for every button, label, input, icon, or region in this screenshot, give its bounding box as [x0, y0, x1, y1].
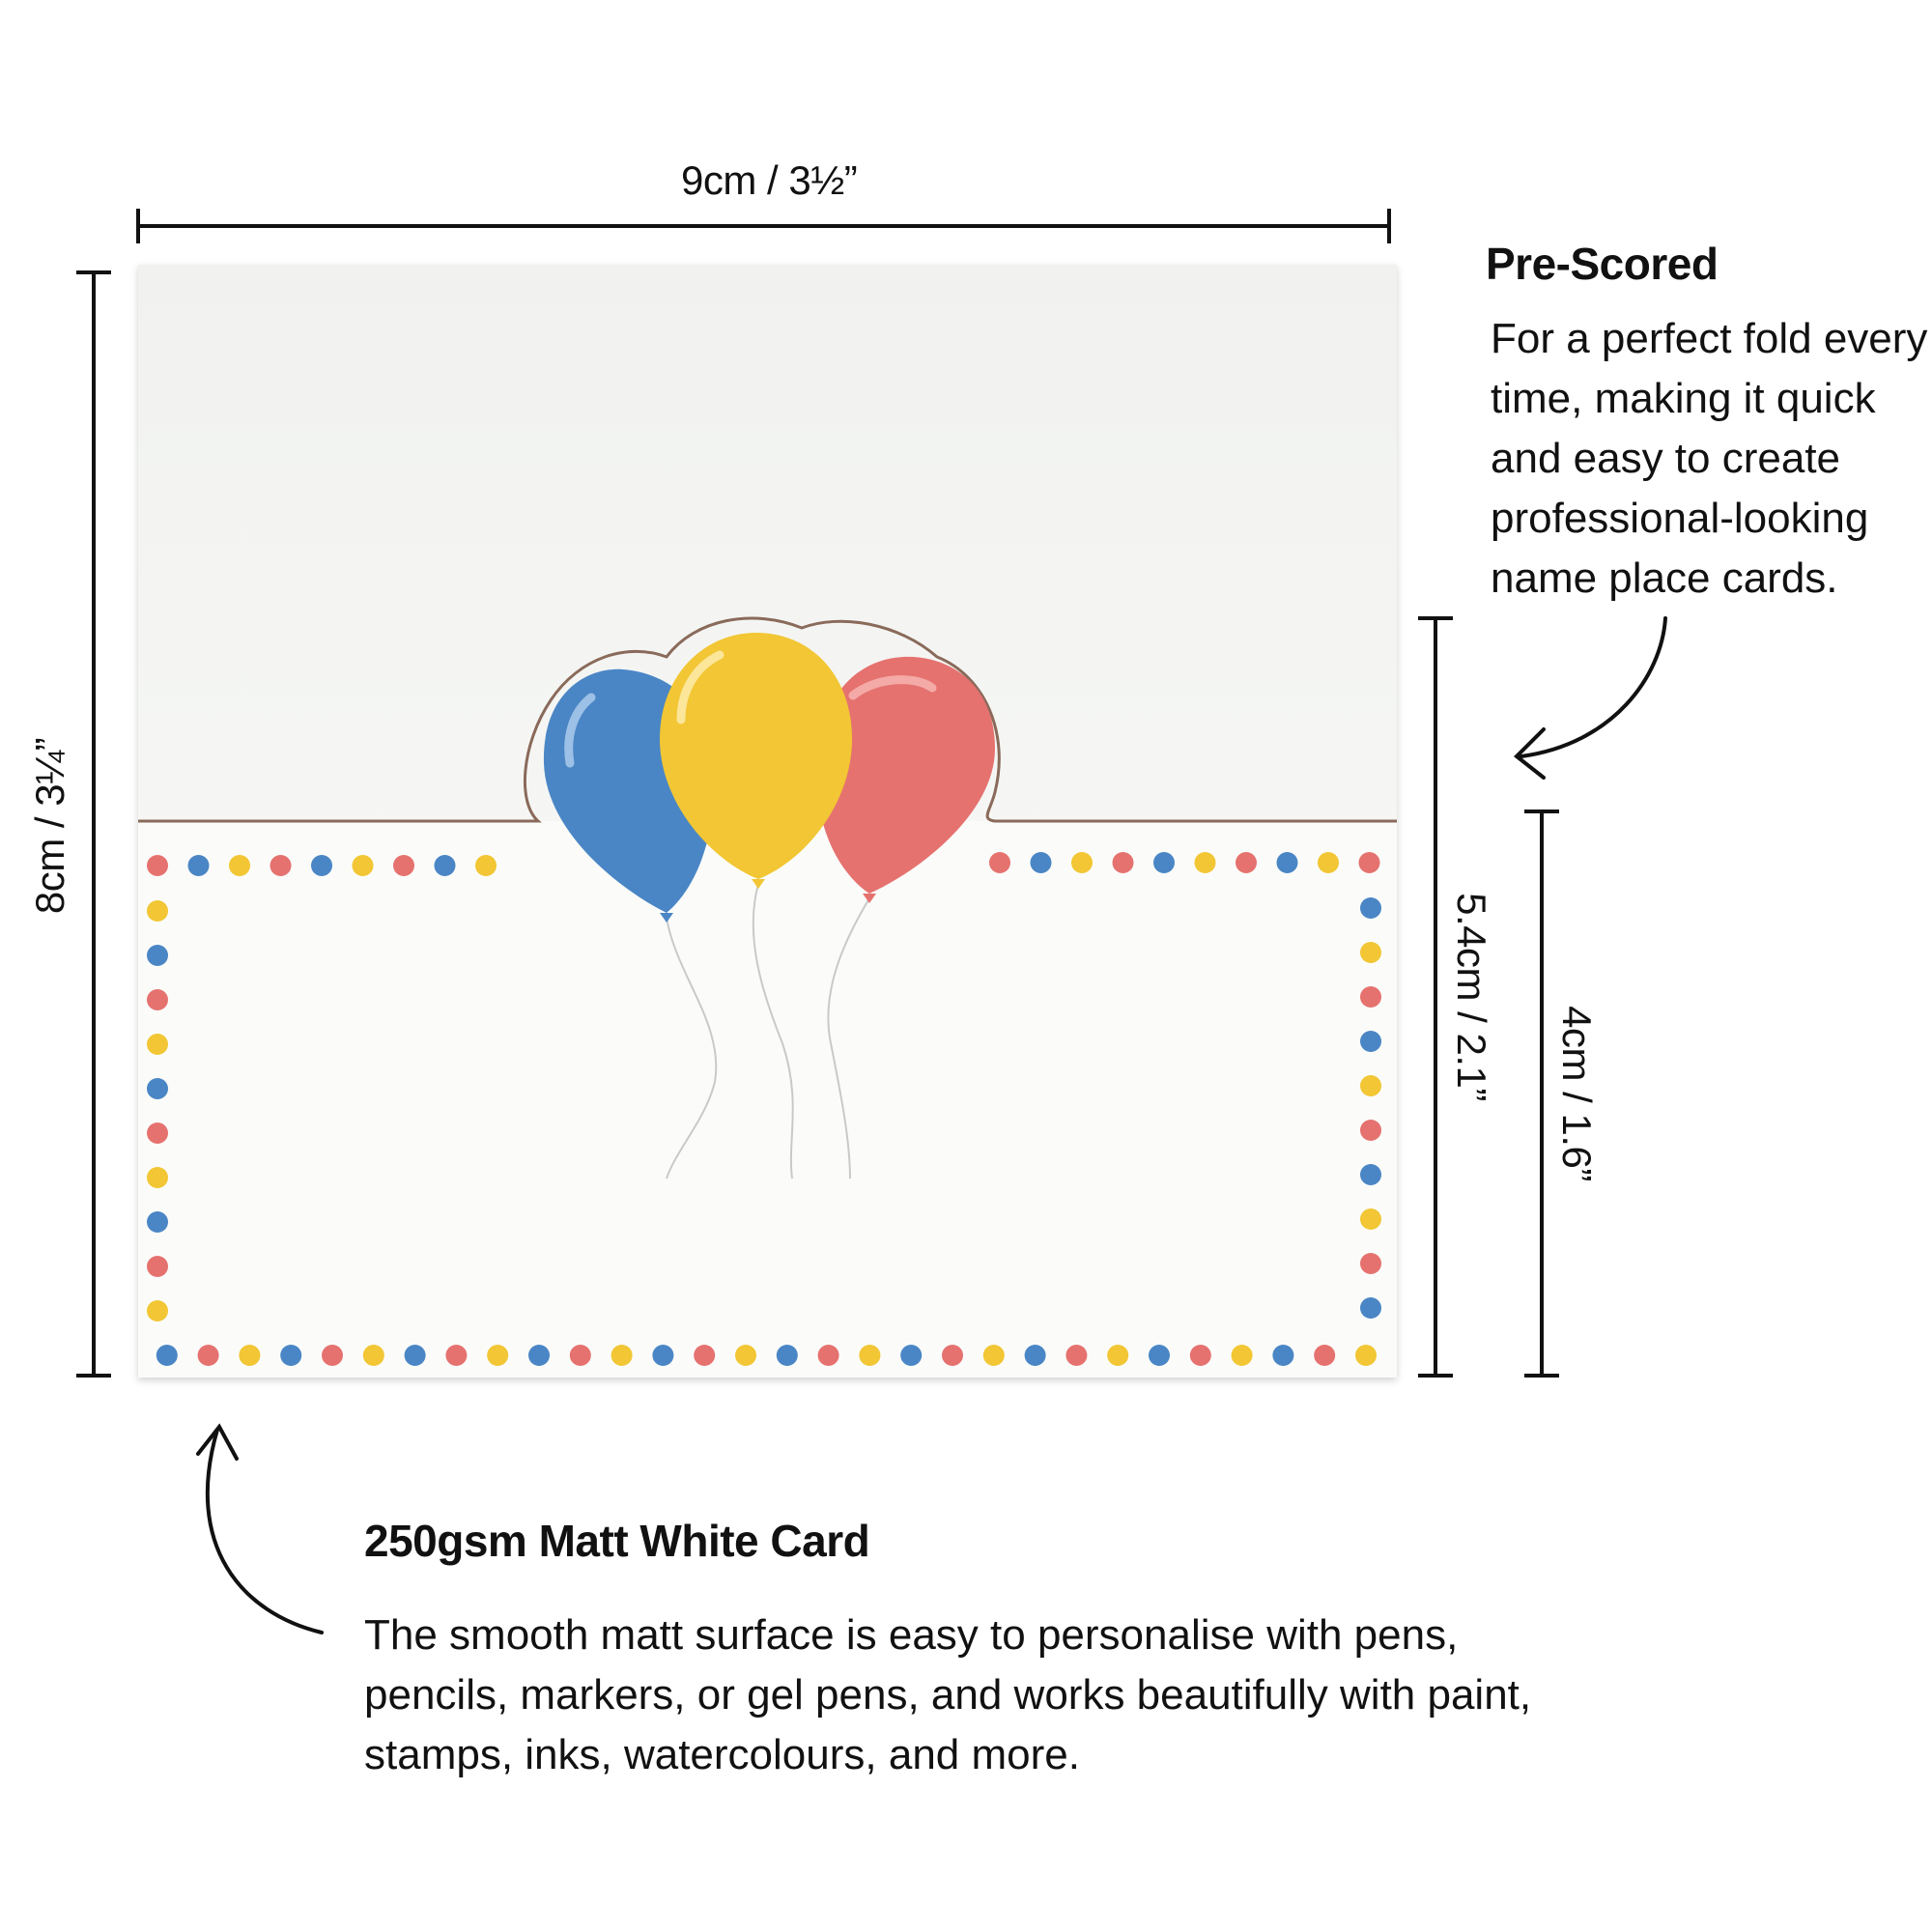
yellow-balloon	[660, 633, 852, 889]
border-dot	[156, 1345, 178, 1366]
border-dot	[1149, 1345, 1170, 1366]
border-dot	[528, 1345, 550, 1366]
score-line	[138, 616, 1397, 823]
pre-scored-arrow	[1513, 616, 1667, 780]
card-stock-description: The smooth matt surface is easy to perso…	[364, 1605, 1531, 1785]
border-dot	[475, 855, 497, 876]
border-dot	[1360, 1031, 1381, 1052]
border-dot	[1153, 852, 1175, 873]
border-dot	[1065, 1345, 1088, 1366]
pre-scored-line: professional-looking	[1491, 495, 1869, 542]
border-dot	[1030, 852, 1052, 873]
card-stock-line: pencils, markers, or gel pens, and works…	[364, 1671, 1532, 1719]
border-dot	[982, 1345, 1005, 1366]
border-dot	[352, 855, 374, 876]
border-dot	[393, 855, 414, 876]
border-dot	[1189, 1345, 1211, 1366]
border-dot	[1360, 1120, 1381, 1141]
border-dot	[404, 1345, 426, 1366]
pre-scored-line: For a perfect fold every	[1491, 315, 1928, 362]
border-dot	[942, 1345, 963, 1366]
border-dot	[1360, 897, 1381, 919]
border-dot	[1360, 942, 1381, 963]
border-dot	[1107, 1345, 1129, 1366]
pre-scored-description: For a perfect fold every time, making it…	[1491, 309, 1927, 609]
border-dot	[989, 852, 1010, 873]
height-label: 8cm / 3¼”	[27, 737, 72, 915]
border-dot	[1194, 852, 1216, 873]
border-dot	[147, 1167, 168, 1188]
border-dot	[569, 1345, 591, 1366]
border-dot	[1355, 1345, 1377, 1366]
border-dot	[859, 1345, 881, 1366]
border-dot	[1360, 1075, 1381, 1096]
border-dot	[322, 1345, 343, 1366]
border-dot	[817, 1345, 839, 1366]
dotted-border	[147, 852, 1381, 1366]
border-dot	[147, 900, 168, 922]
border-dot	[1360, 1253, 1381, 1274]
border-dot	[611, 1345, 633, 1366]
border-dot	[735, 1345, 756, 1366]
border-dot	[270, 855, 292, 876]
border-dot	[147, 855, 168, 876]
border-dot	[197, 1345, 219, 1366]
red-balloon	[816, 656, 995, 903]
border-dot	[487, 1345, 509, 1366]
border-dot	[1314, 1345, 1336, 1366]
border-dot	[1360, 1297, 1381, 1319]
border-dot	[652, 1345, 674, 1366]
pre-scored-title: Pre-Scored	[1486, 239, 1719, 289]
pre-scored-line: name place cards.	[1491, 554, 1838, 602]
border-dot	[445, 1345, 468, 1366]
height-dimension-line	[76, 270, 111, 1378]
border-dot	[1231, 1345, 1253, 1366]
border-dot	[900, 1345, 923, 1366]
border-dot	[147, 1256, 168, 1277]
border-dot	[147, 1078, 168, 1099]
border-dot	[311, 855, 332, 876]
border-dot	[1272, 1345, 1294, 1366]
border-dot	[1276, 852, 1298, 873]
border-dot	[147, 1034, 168, 1055]
pre-scored-line: time, making it quick	[1491, 375, 1876, 422]
place-card	[138, 265, 1397, 1378]
writing-area-height-label: 4cm / 1.6”	[1554, 1006, 1600, 1181]
width-label: 9cm / 3½”	[681, 157, 858, 203]
border-dot	[1024, 1345, 1046, 1366]
border-dot	[147, 1300, 168, 1321]
width-dimension-line	[136, 209, 1391, 243]
border-dot	[434, 855, 456, 876]
border-dot	[694, 1345, 716, 1366]
card-stock-arrow	[196, 1423, 324, 1634]
front-height-dimension-line	[1418, 616, 1453, 1378]
border-dot	[147, 989, 168, 1010]
border-dot	[1358, 852, 1380, 873]
front-height-label: 5.4cm / 2.1”	[1449, 893, 1494, 1101]
card-stock-line: stamps, inks, watercolours, and more.	[364, 1731, 1080, 1778]
border-dot	[1360, 1208, 1381, 1230]
border-dot	[1318, 852, 1339, 873]
pre-scored-line: and easy to create	[1491, 435, 1841, 482]
border-dot	[362, 1345, 384, 1366]
border-dot	[1236, 852, 1257, 873]
border-dot	[776, 1345, 798, 1366]
border-dot	[280, 1345, 302, 1366]
border-dot	[187, 855, 210, 876]
border-dot	[1360, 1164, 1381, 1185]
border-dot	[239, 1345, 261, 1366]
card-stock-line: The smooth matt surface is easy to perso…	[364, 1611, 1459, 1659]
card-stock-title: 250gsm Matt White Card	[364, 1516, 870, 1566]
border-dot	[229, 855, 250, 876]
card-front-panel	[138, 821, 1397, 1378]
border-dot	[147, 1211, 168, 1233]
border-dot	[147, 1122, 168, 1144]
border-dot	[1071, 852, 1093, 873]
border-dot	[1112, 852, 1134, 873]
border-dot	[147, 945, 168, 966]
border-dot	[1360, 986, 1381, 1008]
balloon-strings	[666, 883, 870, 1179]
writing-area-dimension-line	[1524, 810, 1559, 1378]
